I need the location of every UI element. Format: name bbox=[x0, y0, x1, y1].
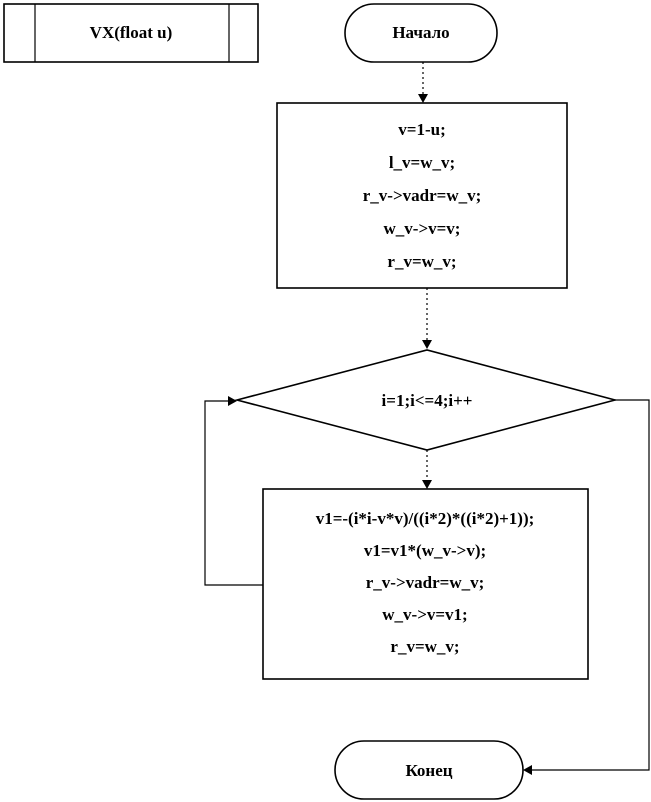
process1-line-5: r_v=w_v; bbox=[387, 252, 456, 271]
process2-line-2: v1=v1*(w_v->v); bbox=[364, 541, 486, 560]
process1-line-3: r_v->vadr=w_v; bbox=[363, 186, 482, 205]
process2-line-5: r_v=w_v; bbox=[390, 637, 459, 656]
process2-line-4: w_v->v=v1; bbox=[382, 605, 467, 624]
start-label: Начало bbox=[392, 23, 449, 42]
process-box-1 bbox=[276, 102, 568, 289]
end-terminator: Конец bbox=[334, 740, 524, 800]
arrowhead-loop-back bbox=[228, 396, 237, 406]
subroutine-header: VX(float u) bbox=[3, 3, 259, 63]
subroutine-label: VX(float u) bbox=[90, 23, 173, 42]
process-box-2 bbox=[262, 488, 589, 680]
process-block-1: v=1-u; l_v=w_v; r_v->vadr=w_v; w_v->v=v;… bbox=[276, 102, 568, 289]
process2-line-1: v1=-(i*i-v*v)/((i*2)*((i*2)+1)); bbox=[316, 509, 535, 528]
loop-exit-connector bbox=[532, 399, 650, 771]
start-terminator: Начало bbox=[344, 3, 498, 63]
end-shape bbox=[334, 740, 524, 800]
end-label: Конец bbox=[405, 761, 452, 780]
process2-line-3: r_v->vadr=w_v; bbox=[366, 573, 485, 592]
loop-decision: i=1;i<=4;i++ bbox=[233, 349, 619, 451]
arrowhead-end bbox=[523, 765, 532, 775]
loop-back-connector bbox=[204, 400, 263, 586]
arrowhead-process2 bbox=[422, 480, 432, 489]
process1-line-1: v=1-u; bbox=[398, 120, 445, 139]
process1-line-4: w_v->v=v; bbox=[384, 219, 461, 238]
process-block-2: v1=-(i*i-v*v)/((i*2)*((i*2)+1)); v1=v1*(… bbox=[262, 488, 589, 680]
loop-label: i=1;i<=4;i++ bbox=[382, 391, 473, 410]
arrowhead-process1 bbox=[418, 94, 428, 103]
subroutine-box bbox=[3, 3, 259, 63]
arrowhead-loop bbox=[422, 340, 432, 349]
start-shape bbox=[344, 3, 498, 63]
process1-line-2: l_v=w_v; bbox=[389, 153, 455, 172]
